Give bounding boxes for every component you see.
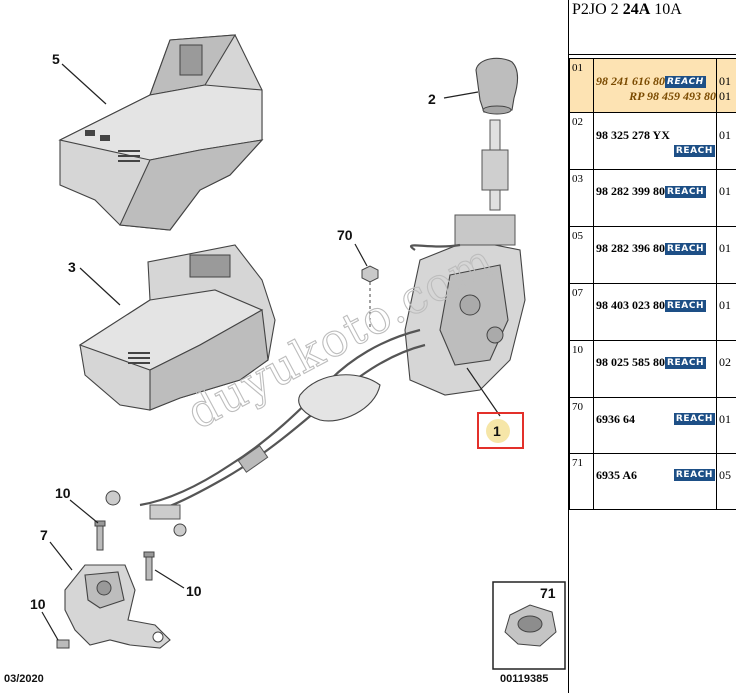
leader-line-1 [466,367,501,417]
label-70: 70 [337,227,353,243]
quantity: 01 [719,128,731,142]
leader-line-3 [79,267,121,306]
row-ref: 71 [569,453,594,510]
title-part-c: 10A [650,1,682,18]
row-ref: 07 [569,283,594,341]
title-part-a: P2JO 2 [572,1,623,18]
label-10a: 10 [55,485,71,501]
reach-badge: REACH [665,186,707,198]
label-3: 3 [68,259,76,275]
quantity: 01 [719,412,731,426]
row-ref: 01 [569,58,594,113]
part-3-lower-console[interactable] [78,244,276,411]
part-number: 6936 64 [596,412,635,426]
part-2-gear-knob[interactable] [475,57,519,115]
reach-badge: REACH [665,300,707,312]
row-ref: 02 [569,112,594,170]
label-5: 5 [52,51,60,67]
part-70-nut[interactable] [361,265,379,330]
part-1-gear-selector[interactable] [105,119,526,537]
label-71: 71 [540,585,556,601]
part-number-cell: RP 98 459 493 80 [594,89,716,104]
reach-badge: REACH [673,469,715,481]
leader-line-2 [443,91,479,99]
label-10b: 10 [186,583,202,599]
part-7-bracket[interactable] [64,564,171,649]
leader-line-10b [154,569,185,589]
part-71-inset-box[interactable] [492,581,566,670]
part-number: 98 282 399 80 [596,184,665,198]
reach-badge: REACH [673,413,715,425]
selected-part-highlight [477,412,524,449]
label-2: 2 [428,91,436,107]
part-number: 98 025 585 80 [596,355,665,369]
table-row[interactable]: 02 98 325 278 YX REACH 01 [569,112,736,170]
part-number: 98 325 278 YX [596,128,670,142]
reach-badge: REACH [665,243,707,255]
table-row[interactable]: 70 6936 64 REACH 01 [569,397,736,454]
reference-code: 00119385 [500,673,548,685]
part-number: 98 282 396 80 [596,241,665,255]
quantity: 01 [719,184,731,198]
reach-badge: REACH [673,145,715,157]
label-7: 7 [40,527,48,543]
title-part-b: 24A [622,1,651,18]
leader-line-5 [61,63,107,105]
quantity: 01 [719,241,731,255]
reach-badge: REACH [665,76,706,88]
diagram-date: 03/2020 [4,673,44,685]
part-number-alt: RP 98 459 493 80 [629,89,716,103]
part-number: 98 241 616 80 [596,74,665,88]
panel-title: P2JO 2 24A 10A [569,0,736,22]
exploded-parts-diagram: 5 3 2 1 [4,34,566,685]
leader-line-10a [69,499,99,524]
row-ref: 03 [569,169,594,227]
leader-line-70 [354,243,368,267]
row-ref: 05 [569,226,594,284]
leader-line-10c [41,611,59,641]
quantity: 05 [719,468,731,482]
leader-line-7 [49,541,73,571]
part-number: 6935 A6 [596,468,638,482]
quantity: 02 [719,355,731,369]
quantity: 01 [719,298,731,312]
table-row[interactable]: 71 6935 A6 REACH 05 [569,453,736,510]
part-5-console-cover[interactable] [58,34,264,231]
row-ref: 10 [569,340,594,398]
label-10c: 10 [30,596,46,612]
part-10-bolts[interactable] [56,520,155,649]
title-divider [569,54,736,55]
part-number: 98 403 023 80 [596,298,665,312]
quantity-alt: 01 [719,89,731,103]
reach-badge: REACH [665,357,707,369]
quantity: 01 [719,74,731,88]
label-1: 1 [493,423,501,439]
row-ref: 70 [569,397,594,454]
